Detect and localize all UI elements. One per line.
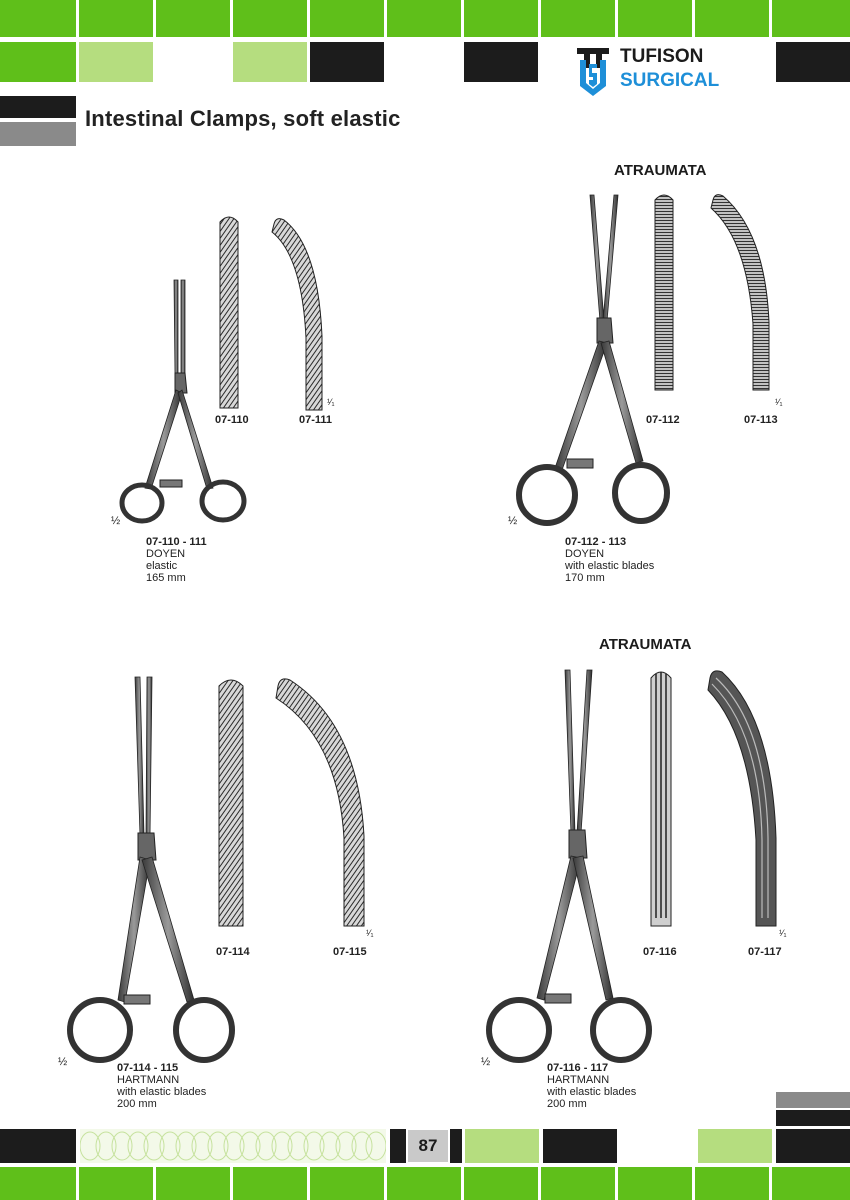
brand-subtitle: SURGICAL [620, 70, 720, 91]
product-code: 07-114 [216, 946, 250, 958]
clamp-illustration-07-112 [516, 194, 670, 526]
brand-logo-mark-icon [577, 48, 609, 96]
product-code: 07-116 [643, 946, 677, 958]
product-description: 07-114 - 115 HARTMANN with elastic blade… [117, 1062, 206, 1110]
brand-name: TUFISON [620, 46, 704, 67]
description-detail: with elastic blades [547, 1086, 637, 1098]
scale-label: ½ [481, 1056, 491, 1068]
product-description: 07-112 - 113 DOYEN with elastic blades 1… [565, 536, 654, 584]
blade-curved-07-115 [275, 678, 365, 927]
description-detail: elastic [146, 560, 178, 572]
brand-logo: TUFISON SURGICAL [576, 46, 766, 98]
page-title: Intestinal Clamps, soft elastic [85, 106, 401, 131]
scale-label: ¹⁄₁ [779, 928, 787, 938]
page-number: 87 [408, 1130, 448, 1162]
section-label: ATRAUMATA [599, 636, 692, 653]
blade-straight-07-112 [654, 194, 674, 391]
description-code: 07-116 - 117 [547, 1062, 609, 1074]
description-size: 165 mm [146, 572, 186, 584]
product-code: 07-113 [744, 414, 778, 426]
product-code: 07-115 [333, 946, 367, 958]
scale-label: ½ [111, 515, 121, 527]
description-code: 07-112 - 113 [565, 536, 627, 548]
description-name: DOYEN [565, 548, 605, 560]
description-code: 07-114 - 115 [117, 1062, 179, 1074]
clamp-illustration-07-110 [119, 279, 247, 524]
clamp-illustration-07-116 [486, 669, 652, 1063]
description-name: HARTMANN [547, 1074, 610, 1086]
scale-label: ½ [58, 1056, 68, 1068]
product-code: 07-111 [299, 414, 333, 426]
scale-label: ¹⁄₁ [366, 928, 374, 938]
description-size: 170 mm [565, 572, 605, 584]
blade-curved-07-117 [707, 670, 777, 927]
description-size: 200 mm [547, 1098, 587, 1110]
blade-straight-07-116 [650, 671, 672, 927]
blade-curved-07-111 [271, 218, 323, 411]
scale-label: ¹⁄₁ [775, 397, 783, 407]
clamp-illustration-07-114 [67, 676, 235, 1063]
product-code: 07-112 [646, 414, 680, 426]
blade-straight-07-110 [219, 216, 239, 409]
ornament-circles [80, 1129, 386, 1163]
product-description: 07-110 - 111 DOYEN elastic 165 mm [146, 536, 207, 584]
product-code: 07-117 [748, 946, 782, 958]
description-name: HARTMANN [117, 1074, 180, 1086]
scale-label: ½ [508, 515, 518, 527]
description-name: DOYEN [146, 548, 186, 560]
section-label: ATRAUMATA [614, 162, 707, 179]
scale-label: ¹⁄₁ [327, 397, 335, 407]
description-code: 07-110 - 111 [146, 536, 207, 548]
description-size: 200 mm [117, 1098, 157, 1110]
blade-curved-07-113 [710, 194, 770, 391]
description-detail: with elastic blades [565, 560, 655, 572]
product-description: 07-116 - 117 HARTMANN with elastic blade… [547, 1062, 636, 1110]
product-code: 07-110 [215, 414, 249, 426]
blade-straight-07-114 [218, 679, 244, 927]
description-detail: with elastic blades [117, 1086, 207, 1098]
